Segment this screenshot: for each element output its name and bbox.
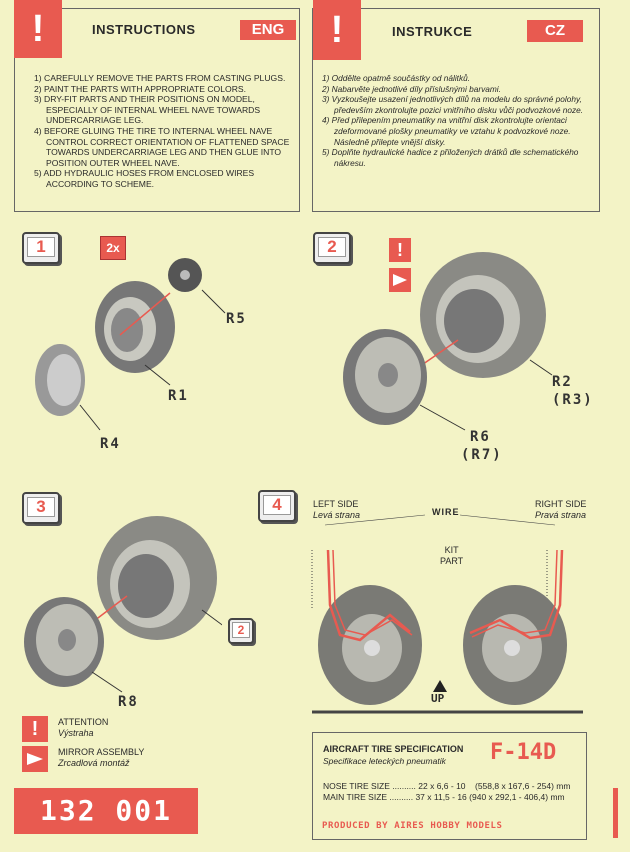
step-text: 5) Doplňte hydraulické hadice z přiložen… bbox=[322, 147, 579, 168]
instructions-cz-list: 1) Oddělte opatmě součástky od nálitků. … bbox=[322, 73, 594, 168]
step-4-diagram bbox=[311, 514, 583, 714]
step-text: 5) ADD HYDRAULIC HOSES FROM ENCLOSED WIR… bbox=[34, 168, 255, 189]
step-text: 2) PAINT THE PARTS WITH APPROPRIATE COLO… bbox=[34, 83, 247, 94]
producer-label: PRODUCED BY AIRES HOBBY MODELS bbox=[322, 821, 503, 831]
instructions-cz-box bbox=[312, 8, 600, 212]
part-label: R4 bbox=[100, 436, 121, 452]
part-label: R2 bbox=[552, 374, 573, 390]
step-1-diagram bbox=[35, 258, 226, 431]
part-label: R6 bbox=[470, 429, 491, 445]
step-text: 3) Vyzkoušejte usazení jednotlivých dílů… bbox=[322, 94, 584, 115]
edge-marker bbox=[613, 788, 618, 838]
step-text: 3) DRY-FIT PARTS AND THEIR POSITIONS ON … bbox=[34, 94, 261, 126]
mirror-assembly-icon bbox=[389, 268, 411, 292]
attention-icon: ! bbox=[22, 716, 48, 742]
attention-icon: ! bbox=[389, 238, 411, 262]
tire-spec-box bbox=[312, 732, 587, 840]
step-text: 4) BEFORE GLUING THE TIRE TO INTERNAL WH… bbox=[34, 125, 290, 168]
right-wire bbox=[469, 549, 564, 640]
instructions-eng-box bbox=[14, 8, 300, 212]
part-label: (R7) bbox=[461, 447, 503, 463]
instrukce-title: INSTRUKCE bbox=[392, 24, 473, 39]
attention-icon: ! bbox=[14, 0, 62, 58]
lang-tab-eng: ENG bbox=[240, 20, 296, 40]
nose-tire-row: NOSE TIRE SIZE .......... 22 x 6,6 - 10 … bbox=[323, 781, 571, 791]
step-2-badge: 2 bbox=[313, 232, 351, 264]
part-label: R8 bbox=[118, 694, 139, 710]
instructions-eng-list: 1) CAREFULLY REMOVE THE PARTS FROM CASTI… bbox=[34, 73, 294, 190]
attention-icon: ! bbox=[313, 0, 361, 60]
product-code: 132 001 bbox=[14, 788, 198, 834]
step-3-badge: 3 bbox=[22, 492, 60, 524]
step-ref-badge: 2 bbox=[228, 618, 254, 644]
step-1-badge: 1 bbox=[22, 232, 60, 264]
wire-label: WIRE bbox=[432, 507, 460, 517]
spec-title: AIRCRAFT TIRE SPECIFICATION bbox=[323, 744, 464, 754]
part-label: R1 bbox=[168, 388, 189, 404]
step-2-diagram bbox=[343, 252, 553, 431]
step-3-diagram bbox=[24, 516, 222, 693]
part-label: (R3) bbox=[552, 392, 594, 408]
quantity-badge: 2x bbox=[100, 236, 126, 260]
part-label: R5 bbox=[226, 311, 247, 327]
spec-title-cz: Specifikace leteckých pneumatik bbox=[323, 756, 446, 766]
step-text: 4) Před přilepením pneumatiky na vnitřní… bbox=[322, 115, 571, 147]
step-text: 1) CAREFULLY REMOVE THE PARTS FROM CASTI… bbox=[34, 73, 286, 83]
instructions-title: INSTRUCTIONS bbox=[92, 22, 196, 37]
up-arrow-icon bbox=[433, 680, 447, 692]
lang-tab-cz: CZ bbox=[527, 20, 583, 42]
left-wire bbox=[326, 549, 411, 642]
step-4-badge: 4 bbox=[258, 490, 296, 522]
main-tire-row: MAIN TIRE SIZE .......... 37 x 11,5 - 16… bbox=[323, 792, 565, 802]
aircraft-name: F-14D bbox=[490, 740, 557, 765]
step-text: 1) Oddělte opatmě součástky od nálitků. bbox=[322, 73, 471, 83]
step-text: 2) Nabarvěte jednotlivé díly příslušnými… bbox=[322, 83, 501, 94]
up-label: UP bbox=[431, 692, 445, 705]
mirror-assembly-icon bbox=[22, 746, 48, 772]
